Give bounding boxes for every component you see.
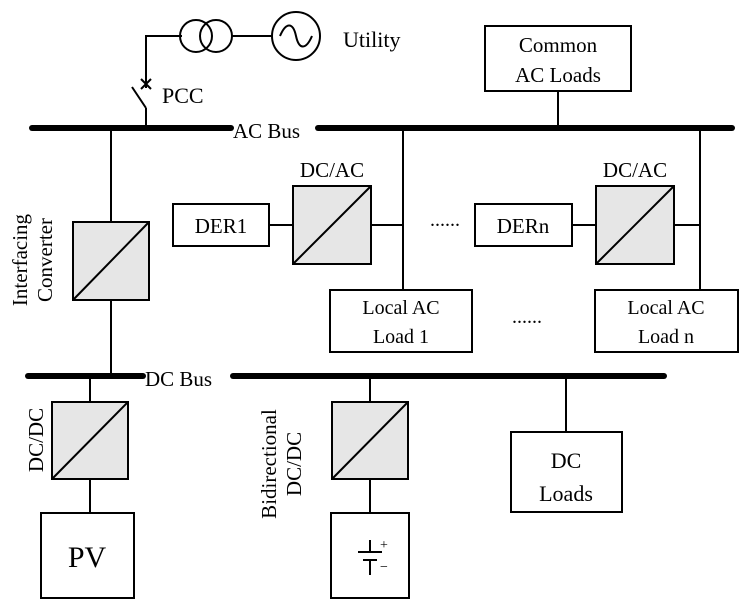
dern-box <box>474 203 573 247</box>
battery-icon <box>358 540 382 575</box>
interfacing-converter-diagonal <box>72 221 150 301</box>
dc-loads-box <box>510 431 623 513</box>
dc-loads-line1: DC <box>551 448 582 473</box>
battery-plus-sign: + <box>380 538 388 553</box>
bidirectional-label-line1: Bidirectional <box>257 409 281 519</box>
der1-box <box>172 203 270 247</box>
dc-bus-label: DC Bus <box>145 367 212 391</box>
dern-label: DERn <box>497 214 550 238</box>
utility-source-icon <box>271 11 321 61</box>
load-ellipsis: ...... <box>512 306 542 328</box>
interfacing-converter-label: Interfacing Converter <box>8 213 57 306</box>
bidirectional-label-group: Bidirectional DC/DC <box>257 409 306 519</box>
transformer-winding-1 <box>179 19 213 53</box>
local-load-n-line1: Local AC <box>627 297 704 319</box>
pcc-switch-blade <box>131 86 147 109</box>
utility-feed: Utility PCC <box>131 11 400 126</box>
dcac-n-label: DC/AC <box>603 158 667 182</box>
bidirectional-label-line2: DC/DC <box>282 432 306 496</box>
dcdc-pv-label-group: DC/DC <box>24 408 48 472</box>
common-ac-loads-line1: Common <box>519 33 598 57</box>
local-load-1-line2: Load 1 <box>373 326 429 348</box>
pv-label: PV <box>68 541 107 574</box>
pcc-label: PCC <box>162 83 204 108</box>
dcac-1-diagonal <box>292 185 372 265</box>
local-load-n-line2: Load n <box>638 326 694 348</box>
der-ellipsis: ...... <box>430 209 460 231</box>
common-ac-loads-line2: AC Loads <box>515 63 601 87</box>
pcc-upper-wire <box>145 35 182 88</box>
local-load-1-line1: Local AC <box>362 297 439 319</box>
dcdc-pv-diagonal <box>51 401 129 480</box>
utility-label: Utility <box>343 27 400 52</box>
transformer-winding-2 <box>199 19 233 53</box>
dcac-n-diagonal <box>595 185 675 265</box>
dcac-1-label: DC/AC <box>300 158 364 182</box>
common-ac-loads-box <box>484 25 632 92</box>
battery-minus-sign: − <box>380 560 388 575</box>
pv-box <box>40 512 135 599</box>
sine-wave-icon <box>279 24 313 48</box>
dcdc-pv-label: DC/DC <box>24 408 48 472</box>
interfacing-label-line1: Interfacing <box>8 213 32 306</box>
battery-box <box>330 512 410 599</box>
der1-label: DER1 <box>195 214 248 238</box>
ac-bus-label: AC Bus <box>233 119 300 143</box>
interfacing-label-line2: Converter <box>33 218 57 302</box>
local-ac-load-n-box <box>594 289 739 353</box>
bidirectional-dcdc-diagonal <box>331 401 409 480</box>
pcc-breaker-mark <box>140 78 152 90</box>
dc-loads-line2: Loads <box>539 481 593 506</box>
local-ac-load-1-box <box>329 289 473 353</box>
